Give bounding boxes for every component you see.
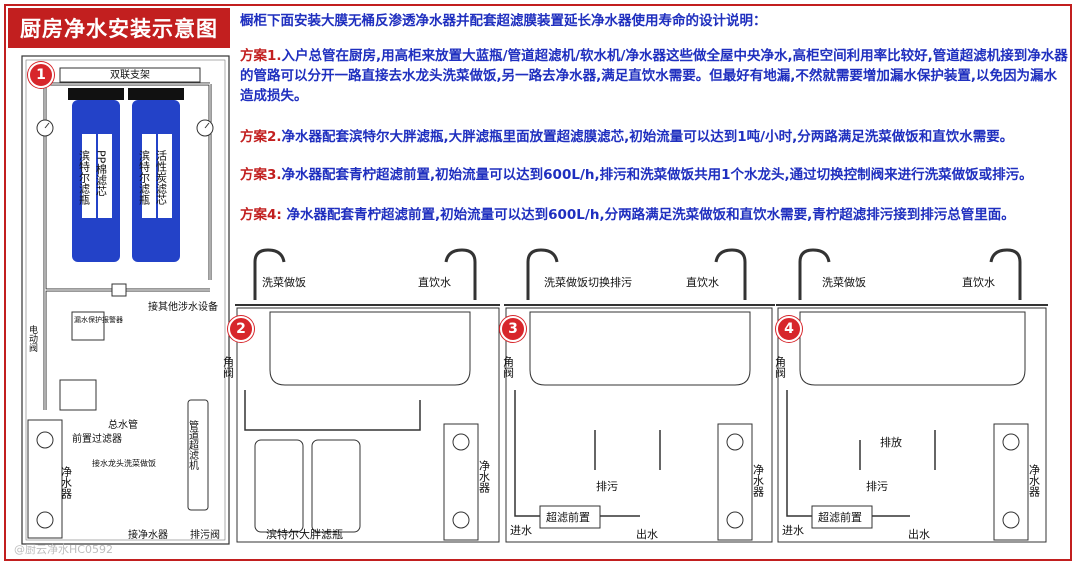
p4-purifier-label: 净水器 (1028, 463, 1041, 498)
p2-wash-label: 洗菜做饭 (262, 275, 306, 289)
panel-1-cabinet (21, 55, 230, 545)
faucet-drink-icon (714, 248, 747, 300)
drain-valve-label: 排污阀 (190, 528, 220, 541)
p2-angle-valve-label: 角阀 (222, 356, 235, 379)
main-pipe-label: 总水管 (108, 418, 138, 431)
valve-icon (111, 283, 127, 297)
big-bottle-right (311, 439, 361, 533)
panel-2-pipes (244, 390, 421, 431)
p4-angle-valve-label: 角阀 (774, 356, 787, 379)
p4-discharge-label: 排放 (880, 435, 902, 449)
plan-1: 方案1.入户总管在厨房,用高柜来放置大蓝瓶/管道超滤机/软水机/净水器这些做全屋… (240, 46, 1070, 106)
plan-1-text: 入户总管在厨房,用高柜来放置大蓝瓶/管道超滤机/软水机/净水器这些做全屋中央净水… (240, 48, 1068, 104)
p4-drain-label: 排污 (866, 479, 888, 493)
p4-drink-label: 直饮水 (962, 275, 995, 289)
to-purifier-label: 接净水器 (128, 528, 168, 541)
faucet-feed-label: 接水龙头洗菜做饭 (92, 458, 156, 468)
filter-cap (128, 88, 184, 100)
panel-3-pipes (514, 390, 661, 517)
plan-4-text: 净水器配套青柠超滤前置,初始流量可以达到600L/h,分两路满足洗菜做饭和直饮水… (281, 207, 1015, 223)
big-bottle-label: 滨特尔大胖滤瓶 (266, 527, 343, 541)
motor-valve-label: 电动阀 (27, 324, 38, 353)
pipe-ultrafilter (187, 399, 209, 511)
page-title: 厨房净水安装示意图 (8, 8, 230, 48)
filter-left-label-a: 滨特尔滤瓶 (78, 149, 91, 205)
filter-right-label-a: 滨特尔滤瓶 (138, 149, 151, 205)
p3-wash-label: 洗菜做饭切换排污 (544, 275, 632, 289)
leak-protector (71, 311, 105, 341)
headline: 橱柜下面安装大膜无桶反渗透净水器并配套超滤膜装置延长净水器使用寿命的设计说明： (240, 13, 767, 29)
filter-right-label-b: 活性炭滤芯 (155, 150, 168, 205)
badge-3: 3 (500, 316, 526, 342)
badge-4: 4 (776, 316, 802, 342)
faucet-wash-icon (798, 248, 831, 300)
plan-3-text: 净水器配套青柠超滤前置,初始流量可以达到600L/h,排污和洗菜做饭共用1个水龙… (281, 167, 1033, 183)
p4-inlet-label: 进水 (782, 524, 804, 537)
p4-uf-unit (811, 505, 873, 529)
faucet-wash-icon (526, 248, 559, 300)
plan-2-text: 净水器配套滨特尔大胖滤瓶,大胖滤瓶里面放置超滤膜滤芯,初始流量可以达到1吨/小时… (281, 129, 1014, 145)
panel-2-cabinet (236, 307, 500, 543)
p3-drain-label: 排污 (596, 479, 618, 493)
plan-4: 方案4: 净水器配套青柠超滤前置,初始流量可以达到600L/h,分两路满足洗菜做… (240, 205, 1070, 225)
p3-purifier-label: 净水器 (752, 463, 765, 498)
outer-frame (4, 4, 1072, 561)
p4-wash-label: 洗菜做饭 (822, 275, 866, 289)
p3-inlet-label: 进水 (510, 524, 532, 537)
watermark: @厨云净水HC0592 (14, 543, 113, 556)
leak-protector-label: 漏水保护报警器 (74, 315, 123, 324)
sink-basin (799, 311, 1026, 386)
panel-1-pipes (43, 82, 212, 410)
faucet-drink-icon (989, 248, 1022, 300)
p2-purifier-unit (443, 423, 479, 541)
badge-2: 2 (228, 316, 254, 342)
sink-basin (269, 311, 471, 386)
p3-uf-unit (539, 505, 601, 529)
faucet-wash-icon (253, 248, 286, 300)
p3-uf-label: 超滤前置 (546, 510, 590, 524)
purifier-unit (27, 419, 63, 539)
bracket-label: 双联支架 (110, 69, 150, 81)
p4-purifier-unit (993, 423, 1029, 541)
sink-basin (529, 311, 751, 386)
plan-2: 方案2.净水器配套滨特尔大胖滤瓶,大胖滤瓶里面放置超滤膜滤芯,初始流量可以达到1… (240, 127, 1070, 147)
panel-3-cabinet (505, 307, 773, 543)
dual-bracket (59, 67, 201, 83)
plan-1-label: 方案1. (240, 48, 282, 64)
pre-filter-label: 前置过滤器 (72, 432, 122, 445)
p2-purifier-label: 净水器 (478, 459, 491, 494)
p3-drink-label: 直饮水 (686, 275, 719, 289)
plan-2-label: 方案2. (240, 129, 282, 145)
p2-drink-label: 直饮水 (418, 275, 451, 289)
pre-filter (59, 379, 97, 411)
p3-purifier-unit (717, 423, 753, 541)
filter-cap (68, 88, 124, 100)
panel-4-pipes (786, 390, 936, 517)
plan-4-label: 方案4: (240, 207, 282, 223)
p3-outlet-label: 出水 (636, 527, 658, 541)
filter-left-label-b: PP棉滤芯 (95, 150, 108, 196)
connect-other-label: 接其他涉水设备 (148, 300, 218, 313)
pipe-uf-label: 管道超滤机 (187, 419, 199, 471)
plan-3: 方案3.净水器配套青柠超滤前置,初始流量可以达到600L/h,排污和洗菜做饭共用… (240, 165, 1070, 185)
p4-outlet-label: 出水 (908, 527, 930, 541)
big-bottle-left (254, 439, 304, 533)
badge-1: 1 (28, 62, 54, 88)
panel-4-cabinet (777, 307, 1047, 543)
plan-3-label: 方案3. (240, 167, 282, 183)
p3-angle-valve-label: 角阀 (502, 356, 515, 379)
purifier-label: 净水器 (60, 465, 73, 500)
faucet-drink-icon (444, 248, 477, 300)
p4-uf-label: 超滤前置 (818, 510, 862, 524)
